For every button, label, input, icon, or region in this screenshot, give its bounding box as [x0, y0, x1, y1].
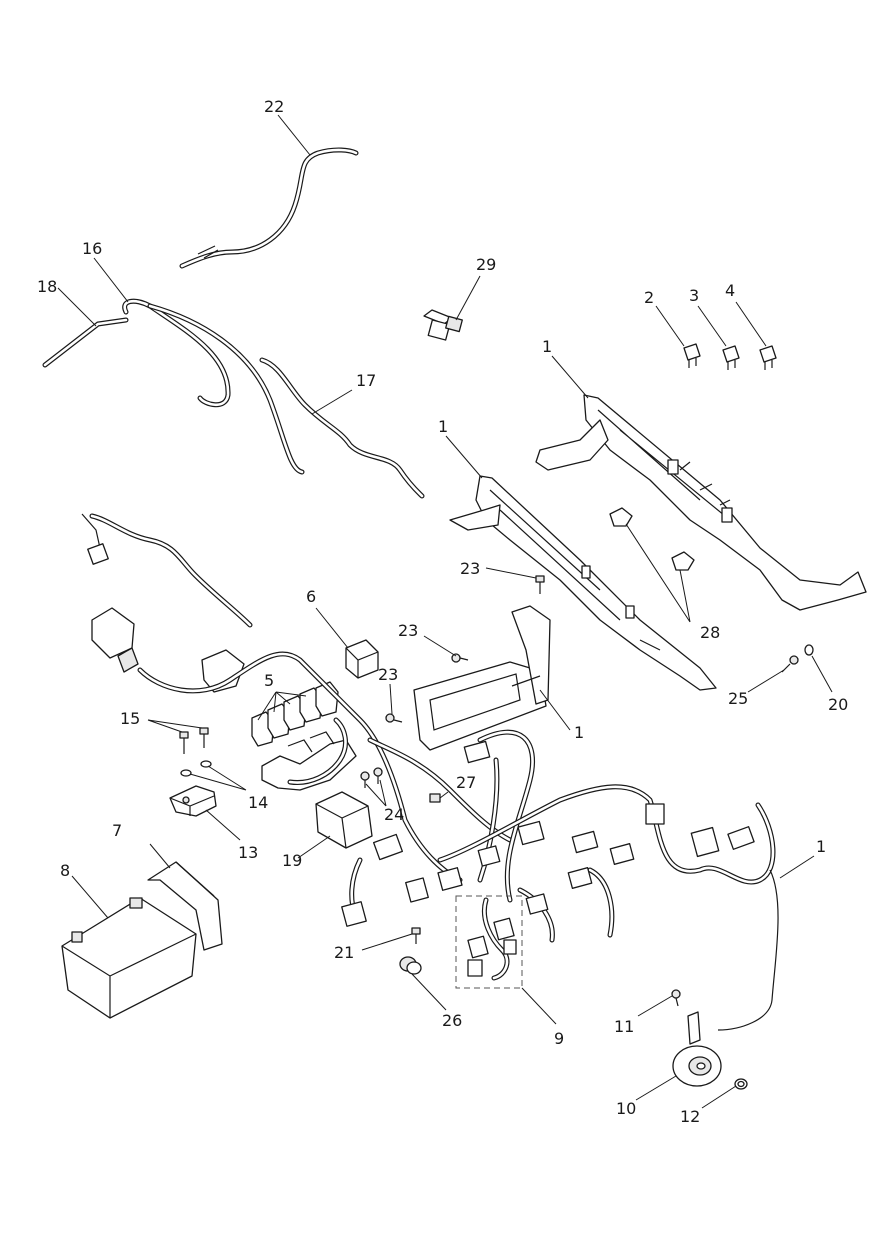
part-26-grommet [399, 956, 422, 975]
part-18-rod [42, 317, 129, 368]
callout-15: 15 [120, 709, 140, 728]
part-21-screw [411, 927, 421, 944]
part-14-washers [180, 760, 212, 777]
callout-28: 28 [700, 623, 720, 642]
part-7-battery-tray [147, 861, 223, 951]
callout-2: 2 [644, 288, 654, 307]
callout-8: 8 [60, 861, 70, 880]
callout-12: 12 [680, 1107, 700, 1126]
part-1-tray-bracket [413, 605, 551, 751]
callout-25: 25 [728, 689, 748, 708]
callout-10: 10 [616, 1099, 636, 1118]
part-6-relay [345, 639, 379, 679]
callout-22: 22 [264, 97, 284, 116]
callout-14: 14 [248, 793, 268, 812]
callout-7: 7 [112, 821, 122, 840]
callout-5: 5 [264, 671, 274, 690]
callout-21: 21 [334, 943, 354, 962]
part-28-clips [609, 507, 695, 571]
part-20-washer [804, 644, 814, 656]
part-27-clip [429, 793, 441, 803]
callout-6: 6 [306, 587, 316, 606]
callout-23-c: 23 [378, 665, 398, 684]
callout-26: 26 [442, 1011, 462, 1030]
fuse-3 [722, 345, 740, 370]
part-1-upper-bracket [535, 394, 867, 611]
part-10-horn [672, 1011, 722, 1087]
callout-9: 9 [554, 1029, 564, 1048]
part-24-screws [360, 767, 383, 788]
part-23-screw-a [535, 575, 545, 594]
relay-box-assembly [261, 717, 357, 791]
callout-23-b: 23 [398, 621, 418, 640]
callout-18: 18 [37, 277, 57, 296]
callout-17: 17 [356, 371, 376, 390]
callout-1-middle-bracket: 1 [438, 417, 448, 436]
callout-23-a: 23 [460, 559, 480, 578]
part-1-main-harness [81, 513, 779, 1031]
callout-29: 29 [476, 255, 496, 274]
part-13-bracket [169, 785, 217, 817]
part-11-screw [671, 989, 681, 1007]
part-16-cable [122, 298, 305, 475]
part-25-screw [781, 655, 799, 673]
callout-1-harness: 1 [816, 837, 826, 856]
part-15-bolts [179, 727, 209, 754]
callout-20: 20 [828, 695, 848, 714]
callout-13: 13 [238, 843, 258, 862]
callout-1-tray: 1 [574, 723, 584, 742]
leader-lines [57, 114, 833, 1109]
fuse-4 [759, 345, 777, 370]
part-29-connector [423, 309, 463, 341]
part-17-cable [259, 357, 425, 499]
part-22-cable [179, 147, 359, 269]
callout-24: 24 [384, 805, 404, 824]
part-23-screw-c [385, 713, 403, 723]
part-8-battery [61, 897, 197, 1019]
callout-1-upper-bracket: 1 [542, 337, 552, 356]
callout-16: 16 [82, 239, 102, 258]
callout-3: 3 [689, 286, 699, 305]
part-9-sub-harness [455, 895, 523, 989]
callouts: 22 16 18 17 29 2 3 4 1 1 23 28 6 23 23 5… [37, 97, 848, 1126]
part-12-o-ring [734, 1078, 748, 1090]
part-19-cover [315, 791, 373, 849]
callout-27: 27 [456, 773, 476, 792]
part-1-middle-bracket [449, 475, 717, 691]
part-23-screw-b [451, 653, 469, 663]
callout-4: 4 [725, 281, 735, 300]
part-5-relays [251, 681, 339, 747]
callout-19: 19 [282, 851, 302, 870]
callout-11: 11 [614, 1017, 634, 1036]
fuse-2 [683, 343, 701, 368]
